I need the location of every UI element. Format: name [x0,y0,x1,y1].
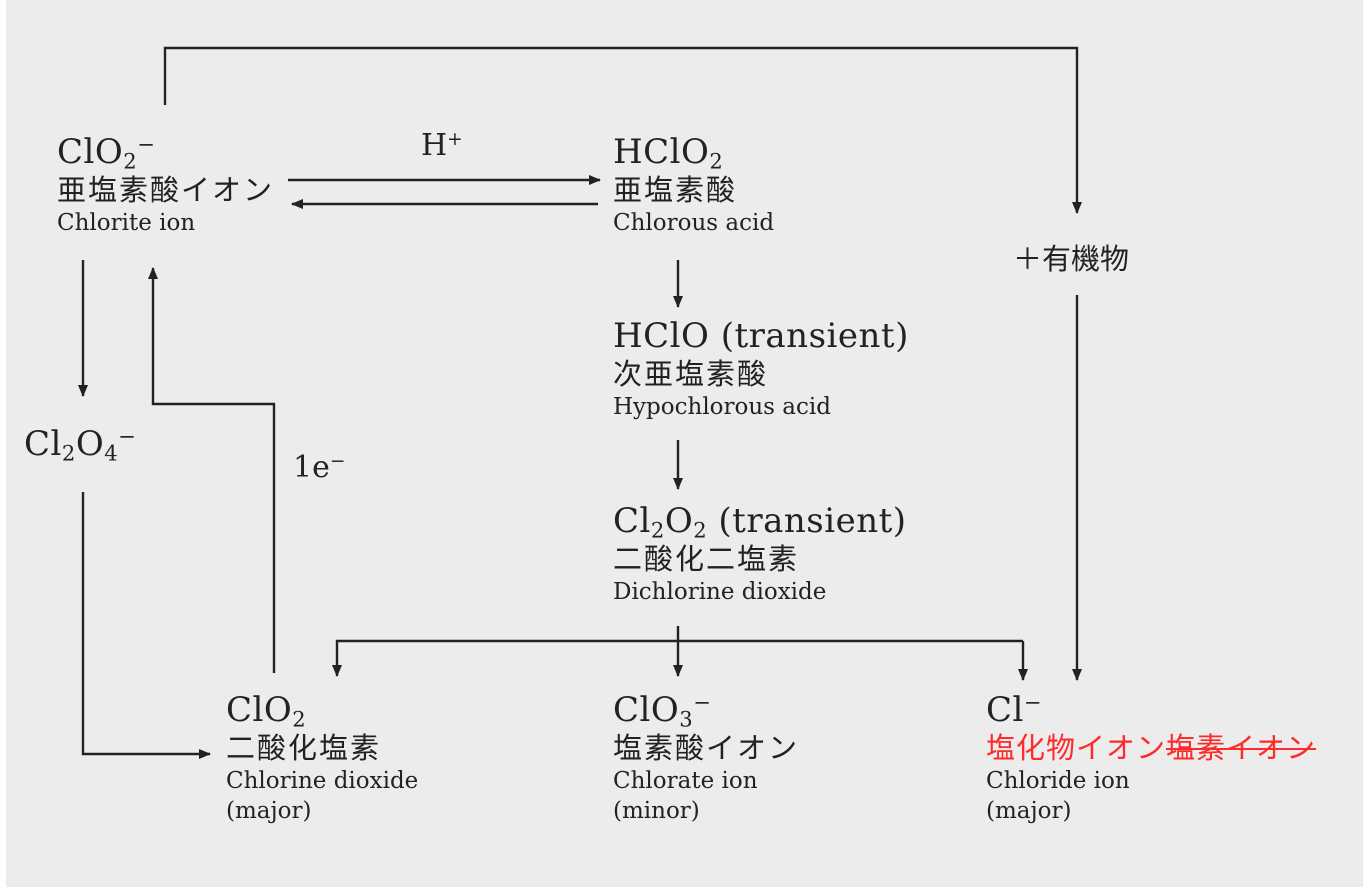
diagram-canvas [6,0,1363,887]
label-proton: H+ [421,128,463,163]
formula-chlorous: HClO2 [613,132,724,174]
arrow-dichlorine-to-chlorine-dioxide [332,639,1023,677]
japanese-name-chlorite: 亜塩素酸イオン [57,173,275,207]
english-name-hypochlorous: Hypochlorous acid [613,394,831,420]
formula-chlorine-dioxide: ClO2 [226,690,307,732]
arrow-chlorite-to-organic [163,46,1082,214]
node-chlorine-dioxide: ClO2 二酸化塩素 Chlorine dioxide (major) [226,690,418,826]
formula-chloride: Cl− [986,689,1043,730]
english-name-chloride: Chloride ion [986,768,1130,794]
japanese-name-chloride-struck: 塩素イオン [1166,731,1317,765]
japanese-name-chloride: 塩化物イオン塩素イオン [986,730,1316,766]
formula-chlorate: ClO3− [613,689,712,732]
english-name-chlorine-dioxide: Chlorine dioxide [226,768,419,794]
label-one-electron: 1e− [293,450,346,485]
japanese-name-chlorate: 塩素酸イオン [613,731,800,765]
arrow-cl2o4-to-chlorine-dioxide [81,492,211,759]
english-name-chlorate: Chlorate ion [613,768,758,794]
node-chlorate-ion: ClO3− 塩素酸イオン Chlorate ion (minor) [613,690,799,826]
formula-hypochlorous: HClO (transient) [613,316,909,356]
node-chlorous-acid: HClO2 亜塩素酸 Chlorous acid [613,132,774,238]
node-chlorite-ion: ClO2− 亜塩素酸イオン Chlorite ion [57,132,274,238]
node-chloride-ion: Cl− 塩化物イオン塩素イオン Chloride ion (major) [986,690,1316,826]
japanese-name-chlorous: 亜塩素酸 [613,173,738,207]
node-cl2o4: Cl2O4− [24,424,136,464]
node-hypochlorous-acid: HClO (transient) 次亜塩素酸 Hypochlorous acid [613,316,909,422]
formula-dichlorine: Cl2O2 (transient) [613,501,907,543]
yield-note-chlorine-dioxide: (major) [226,798,312,824]
formula-cl2o4: Cl2O4− [24,423,137,466]
english-name-chlorite: Chlorite ion [57,210,196,236]
node-dichlorine-dioxide: Cl2O2 (transient) 二酸化二塩素 Dichlorine diox… [613,501,907,607]
formula-chlorite: ClO2− [57,131,156,174]
japanese-name-chloride-corrected: 塩化物イオン [986,731,1167,765]
japanese-name-hypochlorous: 次亜塩素酸 [613,357,769,391]
arrow-chlorine-dioxide-to-chlorite [148,267,276,673]
japanese-name-chlorine-dioxide: 二酸化塩素 [226,731,382,765]
yield-note-chloride: (major) [986,798,1072,824]
label-organic-matter: ＋有機物 [1013,242,1130,276]
english-name-chlorous: Chlorous acid [613,210,775,236]
english-name-dichlorine: Dichlorine dioxide [613,579,827,605]
yield-note-chlorate: (minor) [613,798,700,824]
japanese-name-dichlorine: 二酸化二塩素 [613,542,800,576]
